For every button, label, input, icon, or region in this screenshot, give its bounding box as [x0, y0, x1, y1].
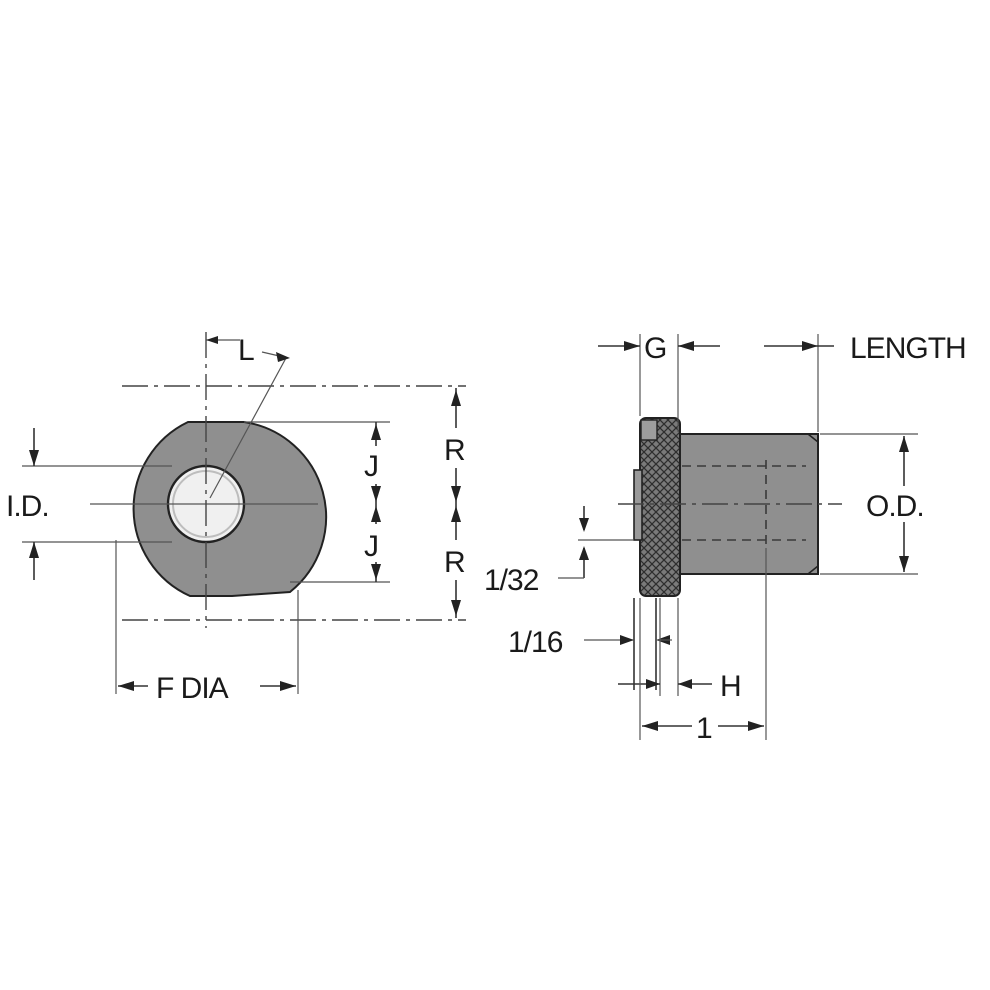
label-l: L — [238, 334, 254, 367]
head-notch — [640, 419, 658, 441]
label-id: I.D. — [6, 490, 49, 523]
l-arrow-left — [206, 336, 218, 344]
side-view: G LENGTH O.D. 1/32 1/16 — [484, 332, 967, 745]
j-arrow-bottom — [371, 564, 381, 580]
g-arrow-right — [678, 341, 694, 351]
head-lip — [633, 469, 643, 541]
fdia-arrow-left — [118, 681, 134, 691]
h-arrow-left — [646, 679, 660, 689]
label-j-bottom: J — [364, 530, 378, 563]
id-arrow-top — [29, 450, 39, 466]
label-h: H — [720, 670, 741, 703]
od-arrow-top — [899, 436, 909, 452]
end-view: L J J R R I.D. F — [2, 332, 474, 705]
g-arrow-left — [624, 341, 640, 351]
label-g: G — [644, 332, 666, 365]
knurled-head — [639, 417, 681, 597]
label-j-top: J — [364, 450, 378, 483]
label-one: 1 — [696, 712, 712, 745]
label-od: O.D. — [866, 490, 924, 523]
r-arrow-mid-down — [451, 506, 461, 522]
j-arrow-top — [371, 424, 381, 440]
label-f-dia: F DIA — [156, 672, 229, 705]
id-arrow-bottom — [29, 542, 39, 558]
r-arrow-top — [451, 390, 461, 406]
fdia-arrow-right — [280, 681, 296, 691]
l-arrow-right — [276, 352, 290, 362]
label-one-16: 1/16 — [508, 626, 563, 659]
l-leader — [209, 357, 287, 499]
one-arrow-right — [748, 721, 764, 731]
label-r-bottom: R — [444, 546, 465, 579]
r-arrow-mid-up — [451, 486, 461, 502]
label-length: LENGTH — [850, 332, 966, 365]
od-arrow-bottom — [899, 556, 909, 572]
label-r-top: R — [444, 434, 465, 467]
j-arrow-mid-up — [371, 486, 381, 502]
one16-arrow-left — [620, 635, 634, 645]
one32-arrow-top — [579, 518, 589, 532]
j-arrow-mid-down — [371, 506, 381, 522]
one32-arrow-bottom — [579, 546, 589, 560]
h-arrow-right — [678, 679, 692, 689]
length-arrow — [802, 341, 818, 351]
r-arrow-bottom — [451, 600, 461, 616]
label-one-32: 1/32 — [484, 564, 539, 597]
one-arrow-left — [642, 721, 658, 731]
